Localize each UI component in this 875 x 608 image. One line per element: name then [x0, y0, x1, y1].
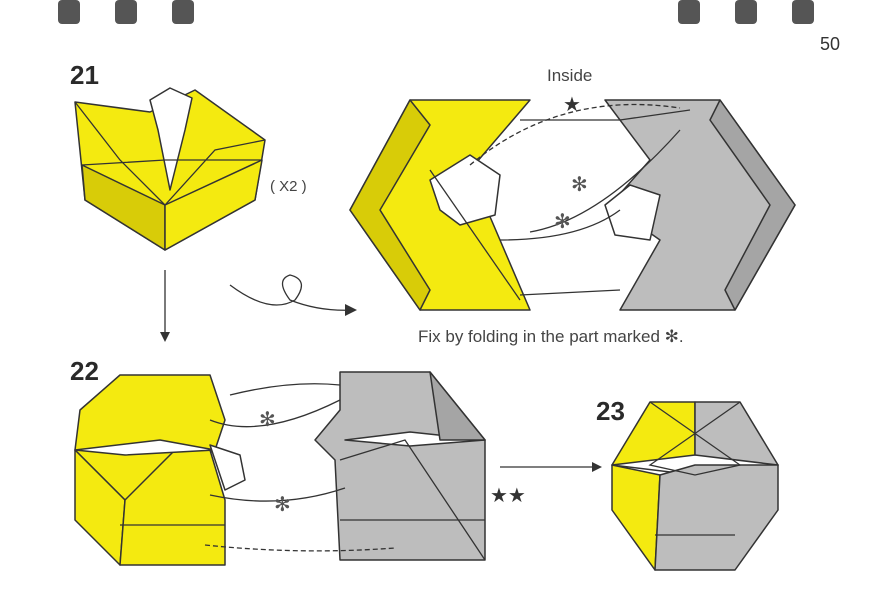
step23-finished-box	[611, 401, 779, 571]
step-number-21: 21	[70, 60, 99, 90]
asterisk-mark: ✻	[554, 211, 571, 233]
step21-yellow-box	[74, 87, 266, 251]
instruction-text: Fix by folding in the part marked ✻.	[418, 327, 684, 346]
double-star-mark: ★★	[490, 485, 526, 507]
asterisk-mark: ✻	[259, 409, 276, 431]
step-number-22: 22	[70, 356, 99, 386]
binding-rings	[58, 0, 814, 24]
step-number-23: 23	[596, 396, 625, 426]
asterisk-mark: ✻	[571, 174, 588, 196]
step22-yellow-piece	[74, 374, 246, 566]
step22-gray-hexagon	[314, 371, 486, 561]
step21-gray-half	[519, 99, 796, 311]
star-mark: ★	[563, 94, 581, 116]
multiplier-label: ( X2 )	[270, 178, 307, 195]
asterisk-mark: ✻	[274, 494, 291, 516]
step21-yellow-half	[349, 99, 531, 311]
page-number: 50	[820, 34, 841, 54]
inside-label: Inside	[547, 66, 593, 85]
